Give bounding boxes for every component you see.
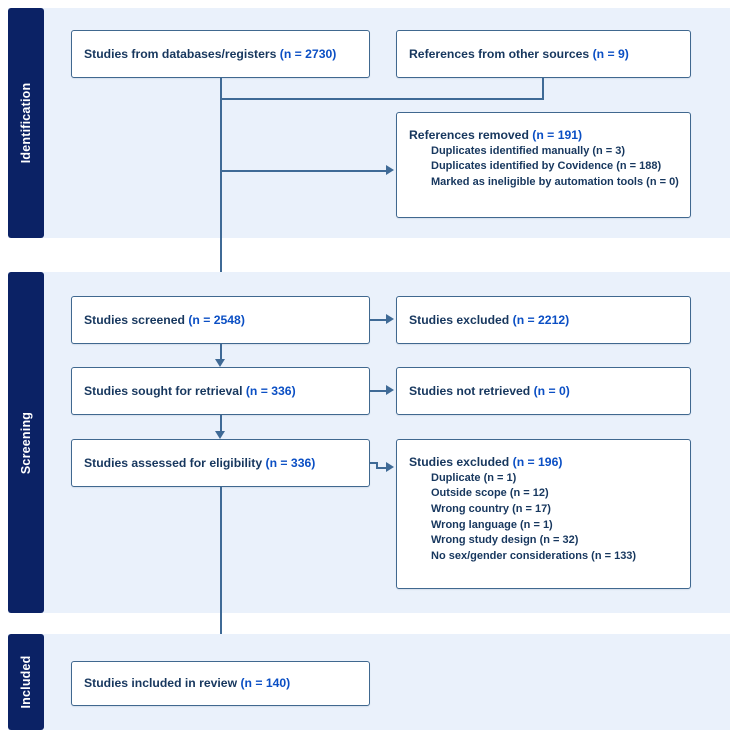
connector-sought-to-assessed — [220, 415, 222, 431]
excluded-eligibility-item-4: Wrong language (n = 1) — [431, 518, 553, 531]
excluded-eligibility-item-6: No sex/gender considerations (n = 133) — [431, 549, 637, 562]
connector-assessed-to-excluded — [376, 467, 386, 469]
arrow-screened-to-excluded — [386, 314, 394, 325]
count-not-retrieved: (n = 0) — [533, 383, 570, 398]
box-studies-assessed-eligibility[interactable]: Studies assessed for eligibility (n = 33… — [71, 439, 370, 487]
count-screened: (n = 2548) — [188, 312, 245, 327]
arrow-sought-to-not-retrieved — [386, 385, 394, 396]
count-databases: (n = 2730) — [279, 46, 337, 61]
excluded-eligibility-item-1: Duplicate (n = 1) — [431, 471, 517, 484]
stage-tab-identification: Identification — [8, 8, 44, 238]
count-references-removed: (n = 191) — [532, 128, 583, 142]
count-sought: (n = 336) — [245, 383, 296, 398]
count-excluded-eligibility: (n = 196) — [512, 455, 563, 469]
connector-other-sources-down — [542, 78, 544, 100]
box-references-other-sources[interactable]: References from other sources (n = 9) — [396, 30, 691, 78]
count-other-sources: (n = 9) — [592, 46, 629, 61]
box-studies-screened[interactable]: Studies screened (n = 2548) — [71, 296, 370, 344]
stage-tab-screening-label: Screening — [19, 411, 33, 474]
connector-assessed-to-included — [220, 487, 222, 659]
connector-assessed-to-excluded-stub — [370, 462, 378, 464]
box-references-removed[interactable]: References removed (n = 191) Duplicates … — [396, 112, 691, 218]
box-studies-sought-retrieval[interactable]: Studies sought for retrieval (n = 336) — [71, 367, 370, 415]
box-studies-from-databases[interactable]: Studies from databases/registers (n = 27… — [71, 30, 370, 78]
arrow-assessed-to-excluded-eligibility — [386, 462, 394, 473]
count-excluded-screened: (n = 2212) — [512, 312, 570, 327]
box-studies-assessed-eligibility-title: Studies assessed for eligibility (n = 33… — [84, 455, 316, 470]
stage-tab-included-label: Included — [19, 655, 33, 709]
references-removed-item-3: Marked as ineligible by automation tools… — [431, 176, 679, 189]
box-studies-not-retrieved[interactable]: Studies not retrieved (n = 0) — [396, 367, 691, 415]
connector-other-sources-left — [220, 98, 544, 100]
box-studies-excluded-screened-title: Studies excluded (n = 2212) — [409, 312, 570, 327]
box-studies-sought-retrieval-title: Studies sought for retrieval (n = 336) — [84, 383, 296, 398]
connector-trunk-to-references-removed — [220, 170, 386, 172]
connector-screened-to-sought — [220, 344, 222, 359]
box-studies-included-review[interactable]: Studies included in review (n = 140) — [71, 661, 370, 706]
count-included-review: (n = 140) — [240, 676, 291, 691]
stage-tab-screening: Screening — [8, 272, 44, 613]
stage-tab-included: Included — [8, 634, 44, 730]
connector-assessed-to-excluded-riser — [376, 462, 378, 468]
box-references-other-sources-title: References from other sources (n = 9) — [409, 46, 629, 61]
box-references-removed-title: References removed (n = 191) — [409, 128, 583, 142]
box-studies-excluded-eligibility[interactable]: Studies excluded (n = 196) Duplicate (n … — [396, 439, 691, 589]
arrow-screened-to-sought — [215, 359, 226, 367]
box-studies-screened-title: Studies screened (n = 2548) — [84, 312, 245, 327]
excluded-eligibility-item-2: Outside scope (n = 12) — [431, 487, 549, 500]
box-studies-not-retrieved-title: Studies not retrieved (n = 0) — [409, 383, 570, 398]
arrow-to-references-removed — [386, 165, 394, 176]
count-assessed: (n = 336) — [265, 455, 316, 470]
box-studies-from-databases-title: Studies from databases/registers (n = 27… — [84, 46, 337, 61]
excluded-eligibility-item-3: Wrong country (n = 17) — [431, 503, 551, 516]
stage-tab-identification-label: Identification — [19, 82, 33, 164]
box-studies-excluded-eligibility-title: Studies excluded (n = 196) — [409, 455, 563, 469]
connector-sought-to-not-retrieved — [370, 390, 386, 392]
box-studies-excluded-screened[interactable]: Studies excluded (n = 2212) — [396, 296, 691, 344]
references-removed-item-2: Duplicates identified by Covidence (n = … — [431, 160, 662, 173]
connector-screened-to-excluded — [370, 319, 386, 321]
references-removed-item-1: Duplicates identified manually (n = 3) — [431, 144, 626, 157]
box-studies-included-review-title: Studies included in review (n = 140) — [84, 676, 291, 691]
excluded-eligibility-item-5: Wrong study design (n = 32) — [431, 534, 579, 547]
arrow-sought-to-assessed — [215, 431, 226, 439]
connector-main-trunk-identification — [220, 78, 222, 290]
